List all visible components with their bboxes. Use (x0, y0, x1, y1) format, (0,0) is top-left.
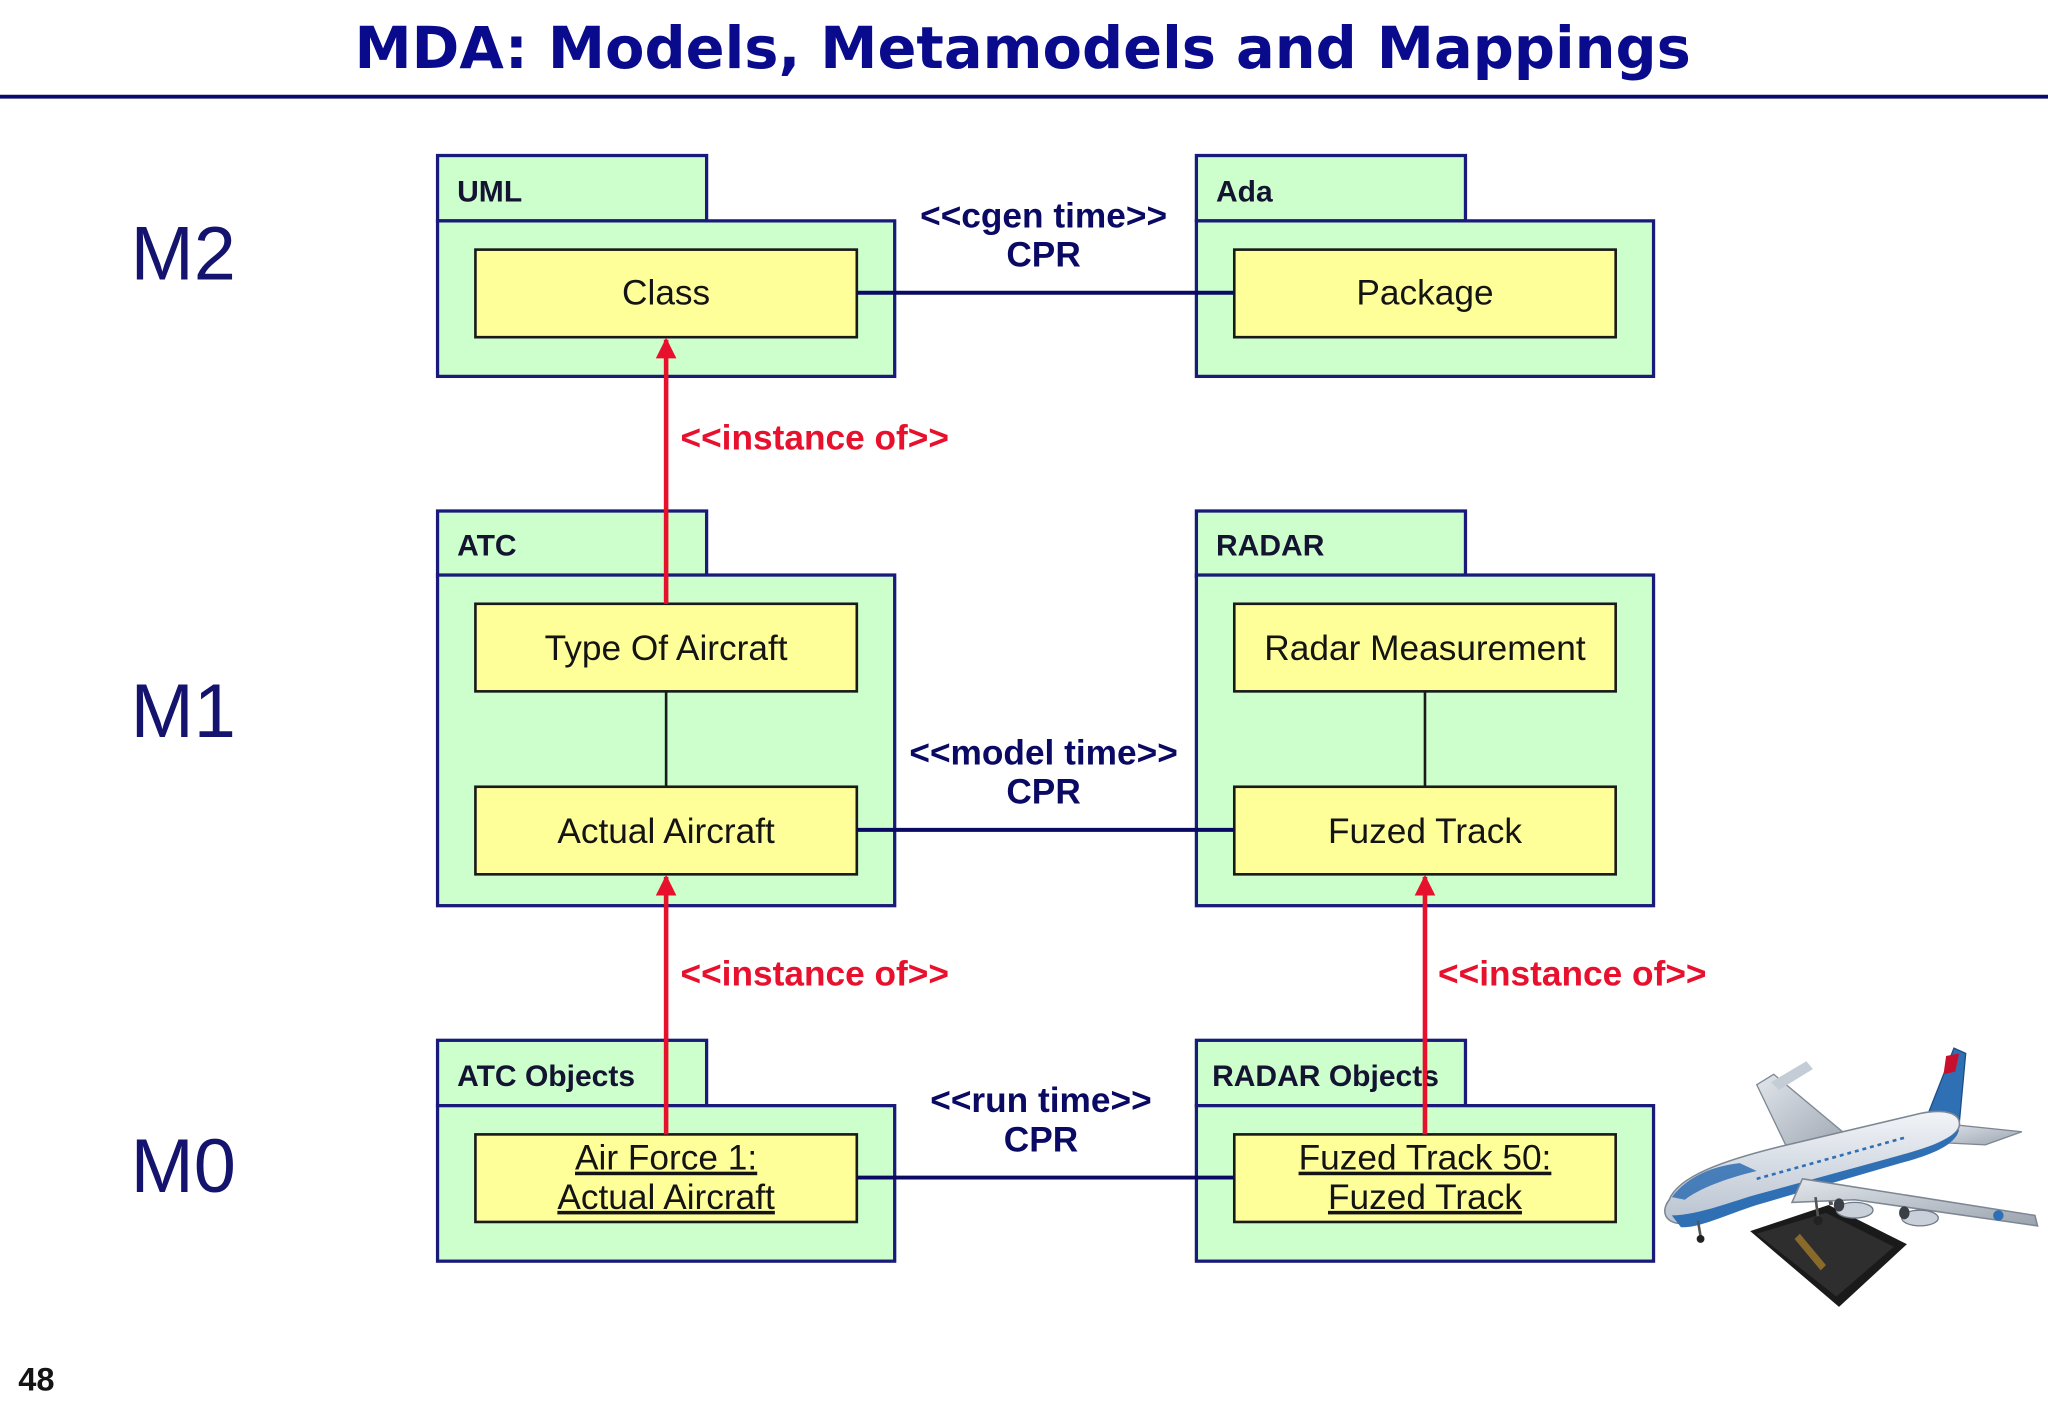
class-box-type-of-aircraft (474, 602, 859, 693)
package-ada-label: Ada (1216, 175, 1273, 208)
connector-model-stereotype: <<model time>> (909, 734, 1177, 773)
class-label-package: Package (1356, 274, 1493, 313)
instance-label-radar-m0-to-m1: <<instance of>> (1438, 954, 1706, 993)
class-label-fuzed-track: Fuzed Track (1328, 812, 1522, 851)
package-radar-objects-tab (1194, 1038, 1468, 1108)
instance-label-m1-to-m2: <<instance of>> (680, 419, 948, 458)
class-label-radar-measurement: Radar Measurement (1264, 629, 1586, 668)
object-label-fuzed-track-50-line2: Fuzed Track (1328, 1178, 1522, 1217)
connector-model-name: CPR (1006, 773, 1080, 812)
class-box-class (474, 248, 859, 339)
package-uml: UML Class (435, 153, 897, 379)
package-atc-objects: ATC Objects Air Force 1: Actual Aircraft (435, 1038, 897, 1263)
connector-run-name: CPR (1004, 1120, 1078, 1159)
level-m1-label: M1 (131, 669, 236, 754)
airplane-model-icon (1664, 1047, 2039, 1307)
class-box-package (1232, 248, 1617, 339)
package-atc-objects-label: ATC Objects (457, 1060, 635, 1093)
object-label-fuzed-track-50-line1: Fuzed Track 50: (1299, 1139, 1552, 1178)
package-atc: ATC Type Of Aircraft Actual Aircraft (435, 509, 897, 908)
connector-run-stereotype: <<run time>> (930, 1081, 1151, 1120)
page-number: 48 (18, 1361, 54, 1398)
package-radar: RADAR Radar Measurement Fuzed Track (1194, 509, 1656, 908)
package-radar-tab (1194, 509, 1468, 578)
package-uml-label: UML (457, 175, 522, 208)
slide-title: MDA: Models, Metamodels and Mappings (354, 15, 1690, 82)
instance-label-atc-m0-to-m1: <<instance of>> (680, 954, 948, 993)
package-radar-objects-label: RADAR Objects (1212, 1060, 1439, 1093)
class-box-fuzed-track (1232, 785, 1617, 876)
connector-cgen-stereotype: <<cgen time>> (920, 196, 1167, 235)
object-box-fuzed-track-50 (1232, 1133, 1617, 1224)
object-label-air-force-1-line1: Air Force 1: (575, 1139, 757, 1178)
package-atc-tab (435, 509, 709, 578)
level-m0-label: M0 (131, 1124, 236, 1209)
class-label-type-of-aircraft: Type Of Aircraft (545, 629, 788, 668)
class-box-radar-measurement (1232, 602, 1617, 693)
package-atc-objects-tab (435, 1038, 709, 1108)
class-label-class: Class (622, 274, 710, 313)
package-ada: Ada Package (1194, 153, 1656, 379)
object-label-air-force-1-line2: Actual Aircraft (557, 1178, 775, 1217)
class-label-actual-aircraft: Actual Aircraft (557, 812, 775, 851)
package-radar-label: RADAR (1216, 529, 1325, 562)
object-box-air-force-1 (474, 1133, 859, 1224)
level-m2-label: M2 (131, 212, 236, 297)
package-atc-label: ATC (457, 529, 516, 562)
connector-cgen-name: CPR (1006, 236, 1080, 275)
